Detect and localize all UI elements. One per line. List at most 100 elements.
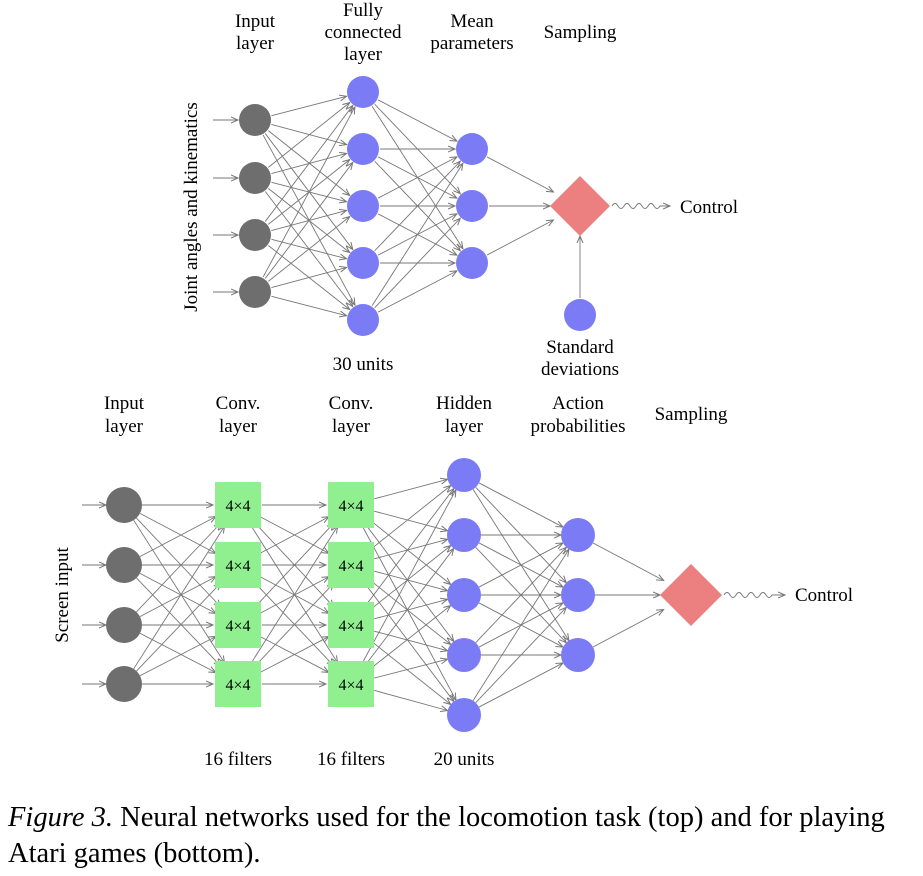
- top-fc-header-line2: connected: [324, 22, 402, 43]
- sampling-diamond: [660, 564, 722, 626]
- conv1-filter-box: [215, 602, 261, 648]
- bottom-conv2-header-line2: layer: [332, 416, 371, 437]
- hidden-node: [447, 638, 481, 672]
- figure-label: Figure 3.: [8, 802, 114, 833]
- top-mean-header-line2: parameters: [430, 33, 513, 54]
- hidden-node: [447, 518, 481, 552]
- hidden-node: [447, 578, 481, 612]
- edge: [377, 99, 457, 141]
- conv2-filter-box: [328, 482, 374, 528]
- neural-network-diagram: 4×44×44×44×44×44×44×44×4 Joint angles an…: [52, 0, 853, 770]
- edge: [139, 517, 216, 558]
- edge: [250, 526, 338, 664]
- edge: [475, 607, 567, 703]
- filter-size-label: 4×4: [225, 558, 250, 575]
- bottom-hidden-units-label: 20 units: [434, 749, 495, 770]
- edge: [365, 523, 453, 641]
- input-node: [239, 162, 271, 194]
- edge: [592, 542, 664, 580]
- edge: [361, 525, 456, 700]
- top-fc-header-line3: layer: [344, 44, 383, 65]
- edge: [374, 630, 447, 650]
- bottom-conv1-filters-label: 16 filters: [204, 749, 272, 770]
- edge: [133, 519, 225, 663]
- edge: [271, 295, 346, 315]
- edge: [268, 103, 349, 168]
- edge: [254, 523, 333, 608]
- edge: [262, 107, 355, 278]
- sampling-diamond: [550, 176, 610, 236]
- edge: [377, 271, 457, 313]
- control-output-squiggle: [723, 593, 785, 598]
- input-node: [239, 104, 271, 136]
- control-output-squiggle: [611, 204, 670, 209]
- top-std-label-line1: Standard: [546, 337, 614, 358]
- edge: [371, 163, 463, 306]
- filter-size-label: 4×4: [338, 558, 363, 575]
- edge: [369, 639, 451, 704]
- conv1-filter-box: [215, 661, 261, 707]
- edge: [254, 582, 334, 665]
- screen-input-node: [106, 607, 142, 643]
- edge: [264, 106, 353, 222]
- top-y-axis-label: Joint angles and kinematics: [181, 102, 202, 311]
- screen-input-node: [106, 666, 142, 702]
- conv2-filter-box: [328, 602, 374, 648]
- edge: [258, 517, 329, 555]
- bottom-sampling-header: Sampling: [655, 404, 728, 425]
- edge: [139, 572, 216, 613]
- conv2-filter-box: [328, 542, 374, 588]
- edge: [377, 157, 457, 199]
- edge: [369, 519, 451, 584]
- action-node: [561, 518, 595, 552]
- edge: [369, 579, 451, 644]
- bottom-hidden-header-line2: layer: [445, 416, 484, 437]
- top-fc-units-label: 30 units: [333, 354, 394, 375]
- conv1-filter-box: [215, 542, 261, 588]
- input-node: [239, 276, 271, 308]
- input-node: [239, 219, 271, 251]
- edge: [374, 689, 447, 710]
- edge: [271, 267, 346, 289]
- edge: [374, 570, 447, 590]
- edge: [475, 547, 567, 643]
- edge: [486, 220, 553, 256]
- bottom-action-header-line2: probabilities: [531, 416, 626, 437]
- figure-caption: Figure 3. Neural networks used for the l…: [8, 800, 920, 872]
- edge: [362, 490, 456, 664]
- edge: [365, 489, 453, 607]
- edge: [478, 482, 563, 527]
- screen-input-node: [106, 487, 142, 523]
- edge: [365, 583, 453, 701]
- bottom-action-header-line1: Action: [552, 393, 604, 414]
- edge: [254, 583, 334, 667]
- top-fc-header-line1: Fully: [343, 0, 384, 21]
- filter-size-label: 4×4: [225, 677, 250, 694]
- top-mean-header-line1: Mean: [450, 11, 494, 32]
- action-node: [561, 578, 595, 612]
- fc-node: [347, 190, 379, 222]
- edge: [486, 156, 553, 192]
- edge: [374, 161, 461, 252]
- fc-node: [347, 76, 379, 108]
- top-std-label-line2: deviations: [541, 359, 619, 380]
- filter-size-label: 4×4: [338, 498, 363, 515]
- bottom-conv1-header-line2: layer: [219, 416, 258, 437]
- edge: [478, 663, 563, 708]
- bottom-conv1-header-line1: Conv.: [216, 393, 261, 414]
- edge: [374, 539, 447, 560]
- hidden-node: [447, 458, 481, 492]
- fc-node: [347, 133, 379, 165]
- edge: [136, 583, 220, 672]
- filter-size-label: 4×4: [225, 618, 250, 635]
- bottom-input-header-line2: layer: [105, 416, 144, 437]
- edge: [259, 637, 329, 674]
- mean-node: [456, 247, 488, 279]
- bottom-control-label: Control: [795, 585, 853, 606]
- edge: [133, 526, 225, 670]
- connections: [82, 96, 785, 710]
- edge: [365, 549, 454, 666]
- top-control-label: Control: [680, 197, 738, 218]
- edge: [268, 217, 349, 282]
- caption-text: Neural networks used for the locomotion …: [8, 802, 885, 869]
